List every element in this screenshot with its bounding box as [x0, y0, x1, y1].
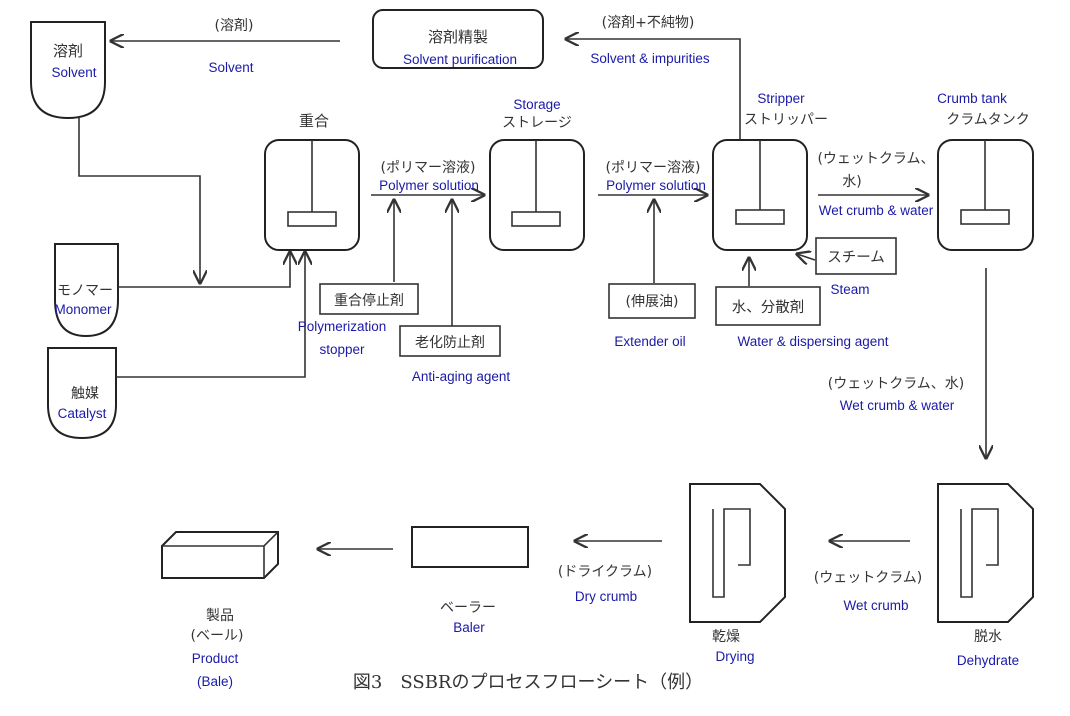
solvent-feed-line	[78, 118, 200, 283]
polymer-solution-1-label-jp: (ポリマー溶液)	[381, 160, 476, 176]
product-label-en-line2: (Bale)	[197, 674, 233, 689]
wet-crumb-label-en: Wet crumb	[843, 598, 908, 613]
solvent-purification-label-jp: 溶剤精製	[428, 28, 488, 46]
solvent-tank-label-en: Solvent	[51, 65, 96, 80]
stripper-label-jp: ストリッパー	[744, 112, 828, 128]
product-label-en-line1: Product	[192, 651, 239, 666]
monomer-tank-label-jp: モノマー	[57, 283, 113, 299]
steam-label-jp: スチーム	[827, 250, 885, 266]
catalyst-tank-label-jp: 触媒	[71, 386, 99, 402]
monomer-tank-label-en: Monomer	[54, 302, 112, 317]
polymer-solution-2-label-en: Polymer solution	[606, 178, 706, 193]
solvent-tank-label-jp: 溶剤	[53, 42, 83, 60]
catalyst-tank: 触媒 Catalyst	[47, 347, 117, 440]
solvent-return-label-jp: (溶剤)	[215, 18, 254, 34]
figure-caption: 図3 SSBRのプロセスフローシート（例）	[353, 672, 703, 693]
solvent-impurities-arrow	[566, 39, 741, 140]
product-label-jp-line1: 製品	[206, 608, 234, 624]
drying-unit	[689, 483, 786, 623]
water-dispersing-box: 水、分散剤	[715, 286, 821, 326]
wet-crumb-water-2-label-en: Wet crumb & water	[840, 398, 955, 413]
monomer-tank: モノマー Monomer	[54, 243, 119, 338]
water-dispersing-label-jp: 水、分散剤	[732, 299, 805, 316]
extender-oil-label-jp: (伸展油)	[626, 294, 679, 310]
product-bale	[161, 531, 279, 579]
polymerization-reactor	[264, 139, 360, 251]
anti-aging-label-jp: 老化防止剤	[415, 335, 485, 351]
solvent-return-label-en: Solvent	[208, 60, 253, 75]
stopper-label-en-line2: stopper	[319, 342, 365, 357]
solvent-impurities-label-jp: (溶剤+不純物)	[602, 15, 695, 31]
catalyst-tank-label-en: Catalyst	[58, 406, 107, 421]
polymer-solution-2-label-jp: (ポリマー溶液)	[606, 160, 701, 176]
polymerization-label-jp: 重合	[299, 112, 329, 130]
storage-label-en: Storage	[513, 97, 560, 112]
extender-oil-box: (伸展油)	[608, 283, 696, 319]
crumb-tank-label-jp: クラムタンク	[946, 112, 1030, 128]
polymer-solution-1-label-en: Polymer solution	[379, 178, 479, 193]
stripper-label-en: Stripper	[757, 91, 805, 106]
anti-aging-box: 老化防止剤	[399, 325, 501, 357]
steam-box: スチーム	[815, 237, 897, 275]
monomer-feed-line	[118, 252, 290, 288]
anti-aging-label-en: Anti-aging agent	[412, 369, 511, 384]
crumb-tank-label-en: Crumb tank	[937, 91, 1007, 106]
wet-crumb-water-2-label-jp: (ウェットクラム、水)	[828, 376, 965, 392]
baler-label-en: Baler	[453, 620, 485, 635]
dehydrate-label-jp: 脱水	[974, 629, 1002, 645]
stripper-vessel	[712, 139, 808, 251]
solvent-tank: 溶剤 Solvent	[30, 21, 106, 120]
baler-label-jp: ベーラー	[440, 600, 496, 616]
steam-label-en: Steam	[830, 282, 869, 297]
wet-crumb-water-1-label-jp-line1: (ウェットクラム、	[817, 151, 934, 167]
stopper-box: 重合停止剤	[319, 283, 419, 315]
stopper-label-jp: 重合停止剤	[334, 292, 404, 309]
storage-label-jp: ストレージ	[502, 115, 572, 131]
dry-crumb-label-jp: (ドライクラム)	[558, 564, 652, 580]
crumb-tank	[937, 139, 1034, 251]
extender-oil-label-en: Extender oil	[614, 334, 685, 349]
product-label-jp-line2: (ベール)	[191, 628, 244, 644]
drying-label-en: Drying	[715, 649, 754, 664]
dehydrate-unit	[937, 483, 1034, 623]
wet-crumb-water-1-label-en: Wet crumb & water	[819, 203, 934, 218]
drying-label-jp: 乾燥	[712, 629, 740, 645]
dehydrate-label-en: Dehydrate	[957, 653, 1019, 668]
solvent-purification-label-en: Solvent purification	[403, 52, 517, 67]
baler-unit	[411, 526, 529, 568]
catalyst-feed-line	[116, 252, 305, 378]
wet-crumb-water-1-label-jp-line2: 水)	[842, 174, 861, 190]
steam-feed-arrow	[797, 254, 816, 260]
storage-tank	[489, 139, 585, 251]
stopper-label-en-line1: Polymerization	[298, 319, 387, 334]
dry-crumb-label-en: Dry crumb	[575, 589, 637, 604]
solvent-impurities-label-en: Solvent & impurities	[590, 51, 710, 66]
water-dispersing-label-en: Water & dispersing agent	[737, 334, 888, 349]
wet-crumb-label-jp: (ウェットクラム)	[814, 570, 923, 586]
solvent-purification-unit: 溶剤精製 Solvent purification	[372, 9, 544, 69]
